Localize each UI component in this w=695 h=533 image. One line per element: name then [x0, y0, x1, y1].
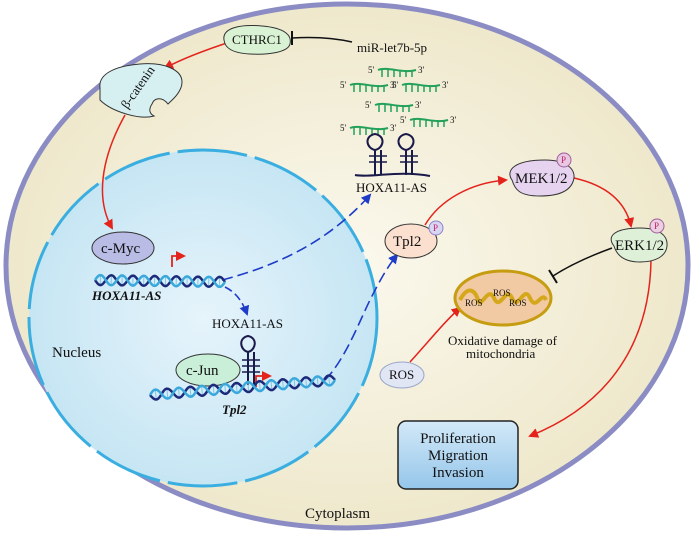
arrow-ros-to-mito: [409, 306, 462, 363]
mirna-five-prime: 5': [340, 80, 347, 90]
arrow-tpl2-to-mek: [424, 175, 508, 226]
erk-label: ERK1/2: [615, 238, 664, 254]
inhibit-mirna-cthrc1: [291, 36, 353, 43]
cjun-label: c-Jun: [186, 363, 219, 379]
mito-ros-1: ROS: [465, 298, 483, 308]
outcome-line3: Invasion: [432, 465, 484, 481]
mirna-strand: 5' 3': [365, 100, 422, 112]
mirna-three-prime: 3': [450, 115, 457, 125]
mirna-strand: 5' 3': [368, 65, 425, 77]
hoxa11-hairpin-nucleus: [240, 334, 260, 385]
mito-label-line2: mitochondria: [466, 346, 536, 361]
mito-ros-3: ROS: [509, 298, 527, 308]
arrow-cmyc-promoter: [171, 251, 186, 267]
cmyc-label: c-Myc: [101, 241, 140, 257]
mirna-three-prime: 3': [442, 80, 449, 90]
ros-node: ROS: [379, 361, 425, 389]
dna-tpl2: [148, 374, 337, 401]
mirna-cluster: 5'3'5'3'5'3'5'3'5'3'5'3': [340, 65, 457, 135]
cmyc-node: c-Myc: [91, 231, 155, 265]
mirna-three-prime: 3': [415, 100, 422, 110]
cjun-node: c-Jun: [175, 353, 241, 387]
arrow-hoxa11-export: [221, 193, 372, 281]
ros-label: ROS: [389, 367, 414, 382]
mek-phospho: P: [561, 155, 566, 165]
mirna-five-prime: 5': [400, 115, 407, 125]
mirna-five-prime: 5': [368, 65, 375, 75]
tpl2-phospho: P: [433, 223, 438, 233]
tpl2-node: Tpl2 P: [384, 220, 444, 259]
mirna-strand: 5'3': [340, 80, 397, 92]
mirna-three-prime: 3': [390, 80, 397, 90]
mito-ros-2: ROS: [493, 288, 511, 298]
arrow-erk-to-outcome: [528, 259, 652, 438]
mek-node: MEK1/2 P: [509, 152, 575, 197]
beta-catenin-node: β-catenin: [99, 63, 183, 118]
hoxa11-gene-label: HOXA11-AS: [91, 288, 161, 303]
outcome-line1: Proliferation: [420, 431, 496, 447]
hoxa11-lnc-nucleus-label: HOXA11-AS: [212, 316, 283, 331]
mirna-strand: 5'3': [392, 80, 449, 92]
inhibit-erk-mito: [552, 247, 613, 277]
nucleus-label: Nucleus: [52, 345, 101, 361]
erk-phospho: P: [654, 221, 659, 231]
cytoplasm-label: Cytoplasm: [305, 506, 370, 522]
mirna-label: miR-let7b-5p: [357, 40, 427, 55]
tpl2-label: Tpl2: [393, 234, 421, 250]
cthrc1-label: CTHRC1: [232, 32, 282, 47]
arrow-mek-to-erk: [573, 177, 635, 228]
arrow-tpl2gene-to-tpl2: [324, 253, 399, 381]
mirna-strand: 5' 3': [400, 115, 457, 127]
outcome-box: Proliferation Migration Invasion: [397, 420, 519, 490]
cthrc1-node: CTHRC1: [223, 25, 291, 55]
mirna-five-prime: 5': [392, 80, 399, 90]
nucleus: [27, 148, 379, 488]
erk-node: ERK1/2 P: [610, 218, 668, 263]
hoxa11-hairpins-cytoplasm: [354, 132, 431, 177]
mirna-three-prime: 3': [418, 65, 425, 75]
outcome-line2: Migration: [428, 448, 488, 464]
mirna-five-prime: 5': [340, 123, 347, 133]
tpl2-gene-label: Tpl2: [222, 402, 247, 417]
mitochondrion: ROS ROS ROS: [453, 269, 553, 327]
mirna-five-prime: 5': [365, 100, 372, 110]
dna-hoxa11: [93, 273, 227, 289]
mek-label: MEK1/2: [515, 171, 568, 187]
hoxa11-lnc-cytoplasm-label: HOXA11-AS: [356, 180, 427, 195]
mito-label-line1: Oxidative damage of: [448, 333, 558, 348]
arrow-betacatenin-to-cmyc: [101, 114, 126, 230]
arrow-hoxa11-to-cjun: [224, 286, 250, 316]
mirna-three-prime: 3': [390, 123, 397, 133]
